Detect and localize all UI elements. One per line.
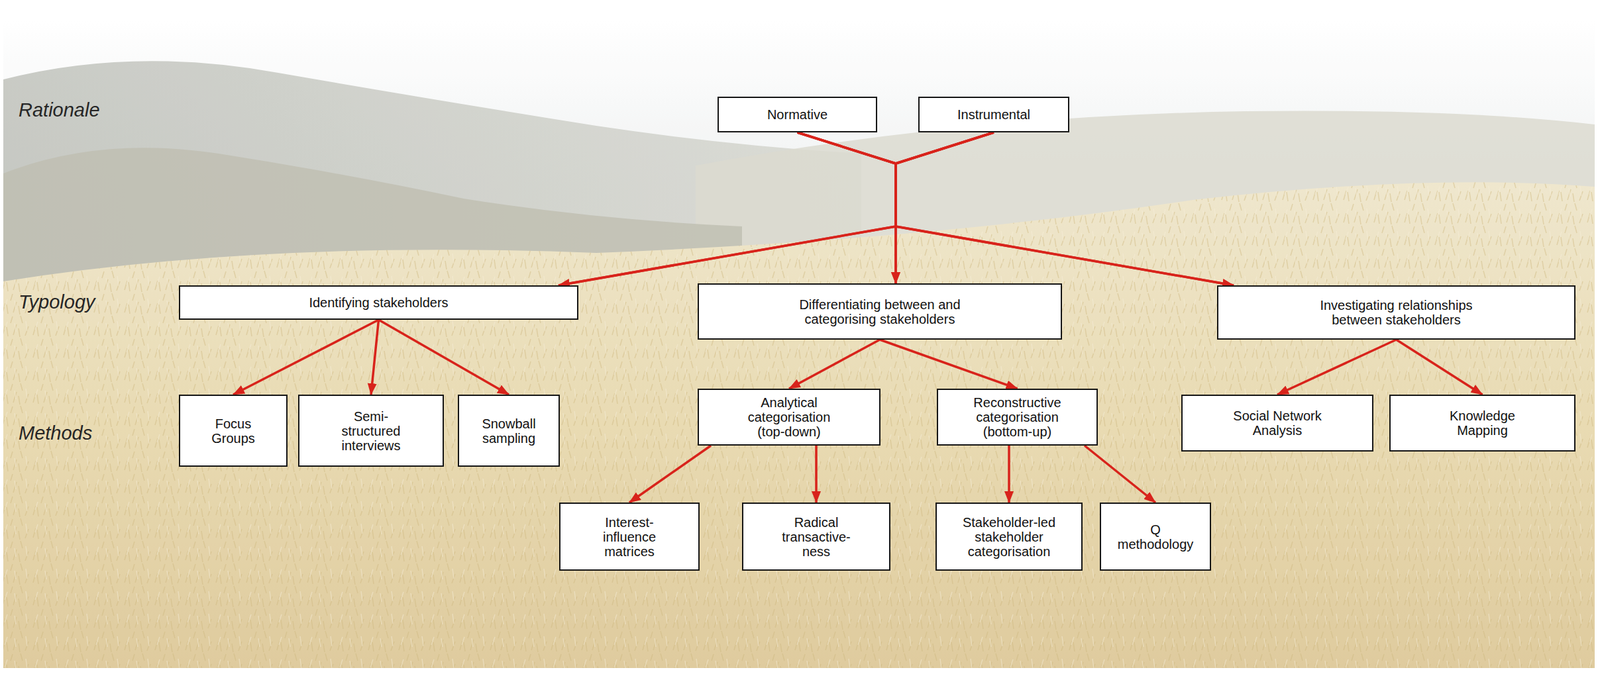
stakeholder-box: Interest-influence matrices — [559, 502, 700, 572]
connector-arrow — [629, 445, 711, 503]
stakeholder-box: Snowball sampling — [457, 394, 560, 468]
connector-arrow — [371, 320, 379, 395]
connector-arrow — [1277, 339, 1397, 395]
stakeholder-box: Analytical categorisation (top-down) — [697, 388, 881, 446]
sky — [3, 20, 1595, 669]
stakeholder-box: Identifying stakeholders — [178, 285, 579, 320]
stakeholder-box: Knowledge Mapping — [1389, 394, 1576, 452]
connector-arrow — [814, 445, 818, 503]
box-label: Identifying stakeholders — [308, 295, 448, 311]
stakeholder-box: Radical transactive-ness — [742, 502, 891, 572]
connector-arrow — [378, 320, 510, 395]
stakeholder-box: Instrumental — [918, 96, 1070, 133]
photo-wash — [3, 20, 1595, 669]
connector-arrow — [558, 132, 896, 286]
stakeholder-box: Reconstructive categorisation (bottom-up… — [936, 388, 1098, 446]
connector-arrow — [895, 132, 1234, 286]
box-label: Interest-influence matrices — [589, 515, 670, 560]
stakeholder-box: Normative — [717, 96, 878, 133]
box-label: Differentiating between and categorising… — [780, 297, 980, 327]
stakeholder-box: Q methodology — [1099, 502, 1212, 572]
box-label: Q methodology — [1115, 522, 1196, 552]
connector-arrow — [1396, 339, 1483, 395]
box-label: Knowledge Mapping — [1442, 408, 1523, 438]
connector-arrow — [558, 132, 994, 286]
connector-arrow — [789, 339, 880, 389]
stakeholder-box: Differentiating between and categorising… — [697, 283, 1063, 340]
connector-arrow — [797, 132, 1235, 286]
box-label: Analytical categorisation (top-down) — [739, 395, 839, 440]
connector-arrow — [879, 339, 1018, 389]
connector-arrow — [797, 132, 897, 284]
row-label: Methods — [18, 422, 93, 445]
connector-arrow — [1084, 445, 1156, 503]
box-label: Instrumental — [957, 107, 1031, 122]
box-label: Semi-structured interviews — [334, 409, 408, 454]
box-label: Normative — [767, 107, 828, 122]
stakeholder-box: Semi-structured interviews — [298, 394, 444, 468]
connector-arrow — [1007, 445, 1011, 503]
box-label: Radical transactive-ness — [776, 515, 856, 560]
stakeholder-box: Focus Groups — [178, 394, 288, 468]
stakeholder-box: Stakeholder-led stakeholder categorisati… — [935, 502, 1083, 572]
box-label: Snowball sampling — [475, 416, 542, 446]
stakeholder-box: Investigating relationships between stak… — [1217, 285, 1576, 340]
connector-arrow — [233, 320, 379, 395]
row-label: Rationale — [18, 99, 101, 122]
box-label: Investigating relationships between stak… — [1310, 298, 1483, 328]
box-label: Social Network Analysis — [1227, 408, 1328, 438]
box-label: Stakeholder-led stakeholder categorisati… — [956, 515, 1063, 560]
connector-arrow — [895, 132, 994, 284]
row-label: Typology — [18, 291, 96, 314]
stakeholder-box: Social Network Analysis — [1181, 394, 1374, 452]
box-label: Reconstructive categorisation (bottom-up… — [964, 395, 1071, 440]
box-label: Focus Groups — [203, 416, 264, 446]
